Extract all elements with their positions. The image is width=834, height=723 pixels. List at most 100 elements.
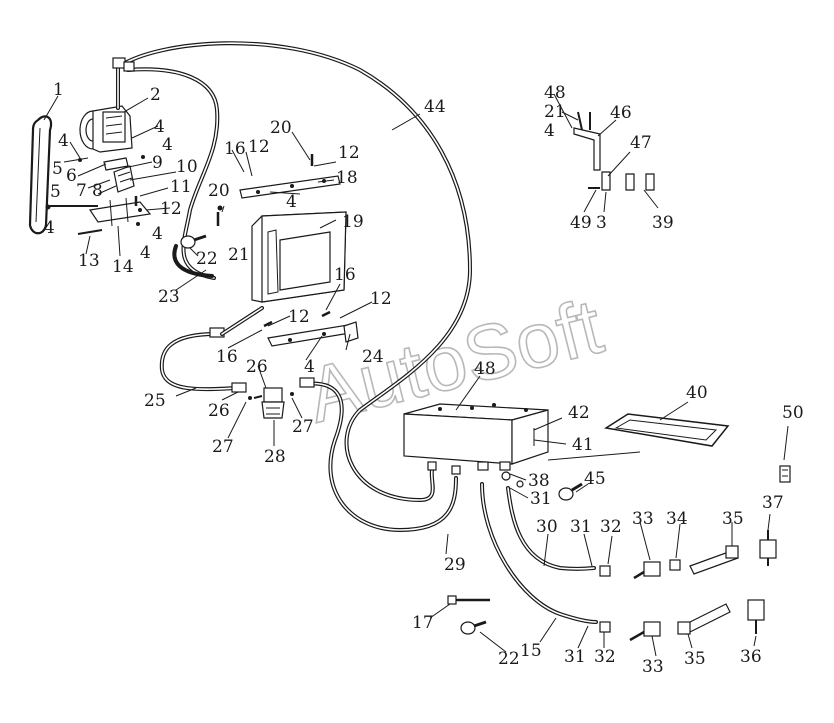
callout-33: 33 <box>632 509 654 529</box>
callout-12: 12 <box>338 143 360 163</box>
callout-5: 5 <box>50 182 61 202</box>
callout-45: 45 <box>584 469 606 489</box>
evaporator-box <box>403 403 549 475</box>
bracket-18 <box>239 154 341 199</box>
bracket-3 <box>588 171 611 191</box>
receiver-drier <box>248 387 294 419</box>
callout-4: 4 <box>154 117 165 137</box>
callout-46: 46 <box>610 103 632 123</box>
callout-30: 30 <box>536 517 558 537</box>
valve-33b <box>629 621 661 642</box>
callout-20: 20 <box>208 181 230 201</box>
nut-32b <box>599 621 611 633</box>
callout-21: 21 <box>228 245 250 265</box>
callout-labels: 1 2 4 4 4 5 6 9 7 8 10 5 11 12 4 4 13 14… <box>44 80 804 677</box>
callout-24: 24 <box>362 347 384 367</box>
hose-23 <box>172 244 214 278</box>
callout-35: 35 <box>722 509 744 529</box>
hose-15 <box>480 482 598 624</box>
callout-2: 2 <box>150 85 161 105</box>
valve-33a <box>633 561 661 580</box>
callout-47: 47 <box>630 133 652 153</box>
hose-29 <box>299 377 458 533</box>
callout-6: 6 <box>66 166 77 186</box>
switch-37 <box>759 530 777 566</box>
leader-lines <box>43 93 789 657</box>
callout-8: 8 <box>92 181 103 201</box>
callout-31: 31 <box>564 647 586 667</box>
callout-4: 4 <box>58 131 69 151</box>
control-unit <box>251 211 347 303</box>
fitting-38 <box>501 471 524 488</box>
callout-4: 4 <box>140 243 151 263</box>
callout-25: 25 <box>144 391 166 411</box>
bracket-24 <box>263 310 359 347</box>
callout-14: 14 <box>112 257 134 277</box>
callout-39: 39 <box>652 213 674 233</box>
drive-belt <box>28 115 53 235</box>
callout-10: 10 <box>176 157 198 177</box>
callout-19: 19 <box>342 212 364 232</box>
nut-32a <box>599 565 611 577</box>
callout-50: 50 <box>782 403 804 423</box>
callout-4: 4 <box>44 218 55 238</box>
callout-16: 16 <box>216 347 238 367</box>
callout-12: 12 <box>370 289 392 309</box>
clamp-22 <box>180 205 223 249</box>
hose-top-compressor <box>112 57 220 280</box>
callout-23: 23 <box>158 287 180 307</box>
clips-39 <box>625 173 655 191</box>
gasket-40 <box>603 413 730 447</box>
callout-32: 32 <box>594 647 616 667</box>
callout-15: 15 <box>520 641 542 661</box>
callout-16: 16 <box>224 139 246 159</box>
callout-12: 12 <box>248 137 270 157</box>
callout-13: 13 <box>78 251 100 271</box>
switch-36 <box>747 599 765 634</box>
clamp-45 <box>558 482 583 501</box>
callout-40: 40 <box>686 383 708 403</box>
callout-4: 4 <box>152 224 163 244</box>
callout-28: 28 <box>264 447 286 467</box>
callout-4: 4 <box>544 121 555 141</box>
hose-44 <box>118 41 473 503</box>
callout-12: 12 <box>288 307 310 327</box>
callout-29: 29 <box>444 555 466 575</box>
compressor <box>79 105 133 153</box>
bracket-46 <box>573 111 601 171</box>
callout-21: 21 <box>544 102 566 122</box>
callout-44: 44 <box>424 97 446 117</box>
callout-31: 31 <box>570 517 592 537</box>
callout-9: 9 <box>152 153 163 173</box>
sensor-50 <box>779 465 791 483</box>
callout-4: 4 <box>286 192 297 212</box>
callout-42: 42 <box>568 403 590 423</box>
callout-37: 37 <box>762 493 784 513</box>
callout-26: 26 <box>246 357 268 377</box>
callout-41: 41 <box>572 435 594 455</box>
pin-17 <box>447 595 490 605</box>
callout-17: 17 <box>412 613 434 633</box>
callout-5: 5 <box>52 159 63 179</box>
callout-20: 20 <box>270 118 292 138</box>
callout-7: 7 <box>76 181 87 201</box>
hose-25 <box>159 306 264 393</box>
callout-22: 22 <box>196 249 218 269</box>
callout-16: 16 <box>334 265 356 285</box>
callout-26: 26 <box>208 401 230 421</box>
callout-35: 35 <box>684 649 706 669</box>
callout-33: 33 <box>642 657 664 677</box>
callout-4: 4 <box>162 135 173 155</box>
callout-27: 27 <box>292 417 314 437</box>
callout-12: 12 <box>160 199 182 219</box>
callout-1: 1 <box>53 80 64 100</box>
callout-38: 38 <box>528 471 550 491</box>
clamp-22b <box>460 620 487 635</box>
callout-49: 49 <box>570 213 592 233</box>
callout-48: 48 <box>474 359 496 379</box>
callout-3: 3 <box>596 213 607 233</box>
pipe-35a <box>689 545 739 575</box>
pipe-35b <box>677 603 731 635</box>
